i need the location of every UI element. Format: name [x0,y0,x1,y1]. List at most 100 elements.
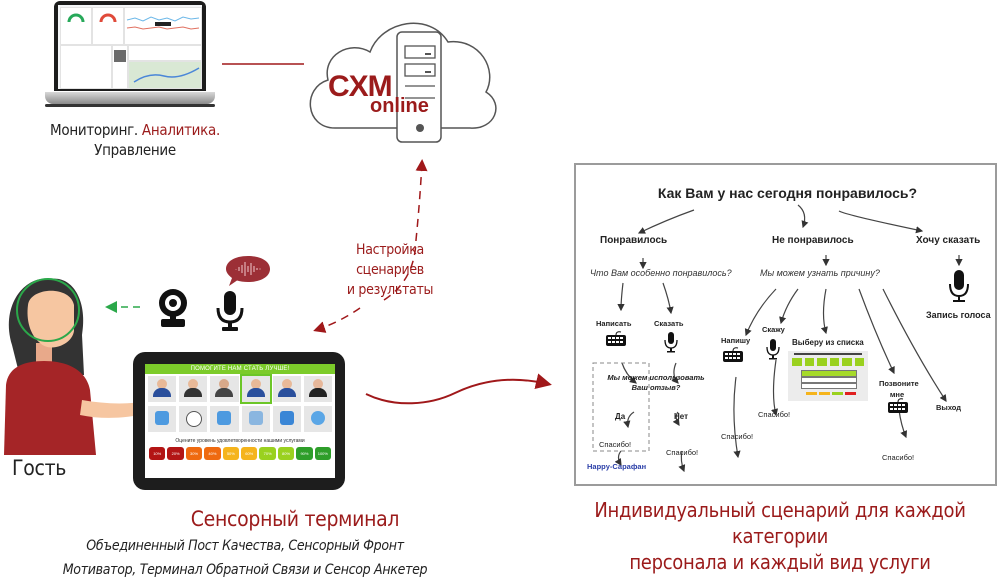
service-card[interactable] [148,406,177,432]
staff-card-selected[interactable] [239,374,272,404]
i-will-write-label: Напишу [721,336,751,345]
voice-bubble-icon [226,256,270,286]
settings-label-line1: Настройка сценариев [356,242,424,278]
staff-card[interactable] [303,376,333,402]
form-panel [60,45,112,89]
microphone-small-icon [766,339,780,360]
thanks-yes: Спасибо! [599,440,632,449]
guest-shirt [4,361,96,455]
no-option: Нет [674,412,689,421]
terminal-subtitle-line1: Объединенный Пост Качества, Сенсорный Фр… [86,538,404,554]
rating-question: Оцените уровень удовлетворенности нашими… [175,438,305,444]
staff-row [145,374,335,404]
staff-card[interactable] [148,376,177,402]
rating-button[interactable]: 70% [259,447,276,460]
rating-button[interactable]: 80% [277,447,295,460]
yes-option: Да [615,412,626,421]
dashboard-preview [58,5,202,89]
face [27,290,74,348]
server-icon [396,31,442,143]
monitoring-caption: Мониторинг. Аналитика. Управление [40,120,230,160]
rating-button[interactable]: 90% [296,447,313,460]
scenario-caption-line1: Индивидуальный сценарий для каждой катег… [594,498,966,548]
service-card[interactable] [179,406,208,432]
choose-list-preview [788,351,868,401]
service-card[interactable] [272,406,301,432]
map-panel [128,61,202,89]
brand-online: online [370,95,429,117]
rating-button[interactable]: 40% [204,447,221,460]
caption-analytics: Аналитика. [141,121,220,139]
call-me-line2: мне [889,390,905,399]
happy-sarafan-frame [592,362,650,452]
settings-link-arrow [383,159,428,301]
microphone-small-icon [664,332,678,353]
caption-management: Управление [94,141,176,159]
staff-card[interactable] [210,376,239,402]
exit-option: Выход [936,403,962,412]
thanks-write: Спасибо! [721,432,754,441]
scenario-caption: Индивидуальный сценарий для каждой катег… [560,497,1000,575]
terminal-to-scenario-arrow [365,373,552,405]
settings-results-label: Настройка сценариев и результаты [325,240,455,300]
line-chart-panel [124,7,202,45]
call-me-line1: Позвоните [879,379,919,388]
service-card[interactable] [241,406,270,432]
brand-cxm: CXM [328,70,393,103]
caption-monitoring: Мониторинг. [50,121,138,139]
use-feedback-line1: Мы можем использовать [607,373,705,382]
keyboard-icon [723,347,743,362]
use-feedback-question: Мы можем использовать Ваш отзыв? [606,373,706,393]
webcam-icon [159,289,187,327]
liked-question: Что Вам особенно понравилось? [590,268,732,278]
rating-button[interactable]: 60% [241,447,258,460]
terminal-title: Сенсорный терминал [190,507,400,531]
laptop-base [45,92,215,107]
scenario-caption-line2: персонала и каждый вид услуги [629,550,931,574]
keyboard-icon [606,331,626,346]
service-row [145,404,335,434]
settings-label-line2: и результаты [346,282,434,298]
guest-label: Гость [12,456,67,480]
happy-sarafan-label: Happy-Сарафан [587,462,647,471]
branch-disliked: Не понравилось [772,235,854,246]
settings-link-arrow-down [313,307,361,333]
disliked-question: Мы можем узнать причину? [760,268,880,278]
staff-card[interactable] [272,376,301,402]
gauge-panel-red [92,7,124,45]
cxm-online-cloud: CXM online [290,0,510,160]
scenario-diagram: Как Вам у нас сегодня понравилось? Понра… [574,163,997,486]
laptop-screen [54,1,206,91]
rating-button[interactable]: 20% [167,447,184,460]
rating-button[interactable]: 100% [314,447,332,460]
face-detection-ring [16,278,80,342]
scenario-question: Как Вам у нас сегодня понравилось? [657,185,918,201]
tablet-frame: ПОМОГИТЕ НАМ СТАТЬ ЛУЧШЕ! Оцените уровен… [133,352,345,490]
service-card[interactable] [210,406,239,432]
say-label: Сказать [654,319,684,328]
thanks-no: Спасибо! [666,448,699,457]
service-card[interactable] [303,406,333,432]
voice-record-label: Запись голоса [926,310,991,320]
microphone-icon [216,291,244,331]
tablet-screen: ПОМОГИТЕ НАМ СТАТЬ ЛУЧШЕ! Оцените уровен… [145,364,335,478]
terminal-header: ПОМОГИТЕ НАМ СТАТЬ ЛУЧШЕ! [145,364,335,374]
thanks-say: Спасибо! [758,410,791,419]
thanks-call: Спасибо! [882,453,915,462]
choose-from-list-label: Выберу из списка [792,338,864,347]
rating-button[interactable]: 10% [149,447,166,460]
branch-liked: Понравилось [600,235,668,246]
voice-record-mic-icon [949,270,969,302]
filters-panel [128,45,202,61]
terminal-subtitle-line2: Мотиватор, Терминал Обратной Связи и Сен… [62,562,428,578]
rating-button[interactable]: 30% [185,447,203,460]
rating-buttons: 10%20%30%40%50%60%70%80%90%100% [145,444,335,463]
call-me-label: Позвоните мне [879,378,919,400]
guest-figure [4,278,184,455]
staff-card[interactable] [179,376,208,402]
keyboard-icon [888,398,908,413]
rating-button[interactable]: 50% [222,447,240,460]
i-will-say-label: Скажу [762,325,785,334]
photo-panel [112,45,128,89]
scenario-arrows [592,204,963,473]
